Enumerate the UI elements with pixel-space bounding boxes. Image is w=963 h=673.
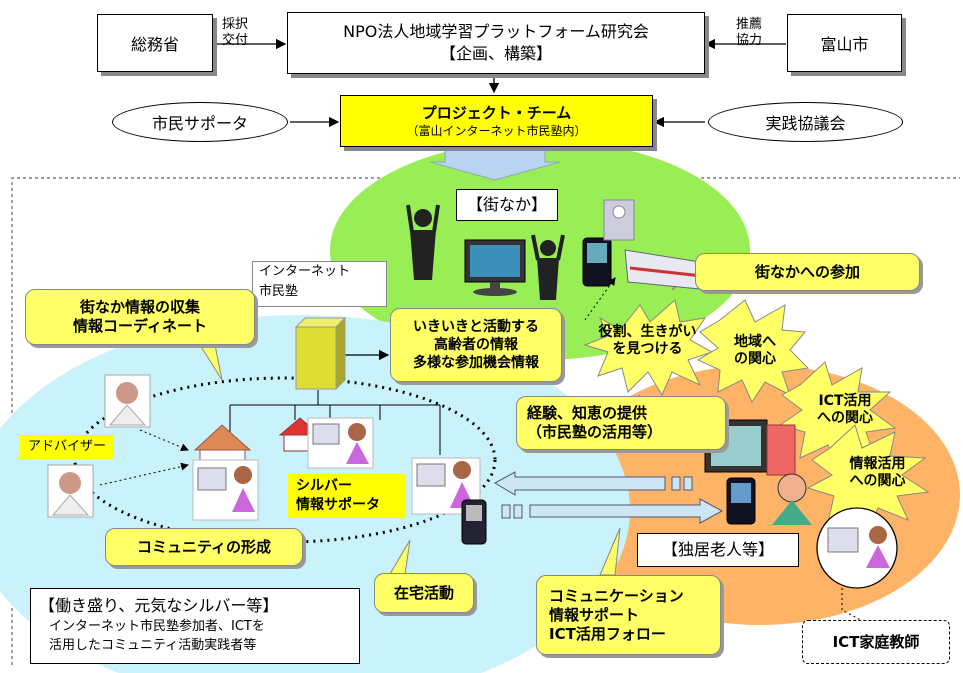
- server-icon: [294, 316, 347, 391]
- communication-callout: コミュニケーション 情報サポート ICT活用フォロー: [536, 575, 721, 655]
- city-arrow-label: 推薦 協力: [736, 17, 763, 48]
- building-icon: [766, 424, 796, 476]
- person-figure-icon: [406, 204, 440, 280]
- ict-interest-burst-label: ICT活用 への関心: [817, 393, 873, 426]
- community-ring: [73, 376, 497, 544]
- elderly-alone-title: 【独居老人等】: [637, 533, 799, 567]
- ministry-label: 総務省: [130, 35, 179, 54]
- mobile-phone-icon: [582, 237, 612, 287]
- working-silver-desc: インターネット市民塾参加者、ICTを 活用したコミュニティ活動実践者等: [49, 619, 265, 653]
- city-label: 富山市: [820, 35, 869, 54]
- citizen-supporter-ellipse: 市民サポータ: [112, 102, 288, 142]
- pc-user-icon: [827, 526, 890, 568]
- council-ellipse: 実践協議会: [708, 102, 903, 142]
- elderly-person-icon: [772, 473, 812, 525]
- advisor-label: アドバイザー: [20, 435, 114, 459]
- ict-tutor-box: ICT家庭教師: [802, 620, 950, 664]
- flow-down-arrow: [429, 149, 561, 181]
- experience-callout: 経験、知恵の提供 （市民塾の活用等）: [516, 396, 726, 450]
- project-team-label: プロジェクト・チーム: [421, 104, 572, 122]
- community-callout: コミュニティの形成: [105, 528, 303, 566]
- pc-user-icon: [307, 417, 374, 469]
- pc-user-icon: [192, 459, 259, 521]
- building-icon: [603, 199, 635, 241]
- advisor-portrait-icon: [104, 374, 151, 428]
- npo-title: NPO法人地域学習プラットフォーム研究会: [343, 22, 649, 41]
- ministry-arrow-label: 採択 交付: [222, 17, 249, 48]
- machinaka-area: [330, 140, 750, 360]
- working-silver-title: 【働き盛り、元気なシルバー等】: [39, 596, 279, 615]
- working-silver-box: 【働き盛り、元気なシルバー等】 インターネット市民塾参加者、ICTを 活用したコ…: [30, 588, 360, 664]
- ministry-box: 総務省: [97, 14, 213, 72]
- silver-supporter-label: シルバー 情報サポータ: [288, 474, 406, 518]
- info-interest-burst-label: 情報活用 への関心: [849, 456, 906, 489]
- advisor-portrait-icon: [47, 464, 94, 518]
- home-activity-callout: 在宅活動: [374, 573, 474, 613]
- active-elderly-callout: いきいきと活動する 高齢者の情報 多様な参加機会情報: [390, 308, 562, 382]
- burst-info: [806, 424, 930, 534]
- city-box: 富山市: [787, 14, 902, 72]
- arrow-right: [529, 498, 724, 524]
- collect-info-callout: 街なか情報の収集 情報コーディネート: [25, 289, 255, 345]
- pc-user-icon: [411, 457, 481, 515]
- local-interest-burst-label: 地域へ の関心: [734, 334, 776, 367]
- council-label: 実践協議会: [765, 114, 846, 133]
- role-burst-label: 役割、生きがい を見つける: [598, 324, 697, 357]
- mobile-phone-icon: [461, 499, 487, 545]
- npo-box: NPO法人地域学習プラットフォーム研究会 【企画、構築】: [287, 12, 705, 74]
- burst-role: [583, 299, 714, 397]
- machinaka-title: 【街なか】: [456, 189, 558, 221]
- machinaka-participation-callout: 街なかへの参加: [695, 253, 920, 291]
- npo-subtitle: 【企画、構築】: [439, 44, 552, 63]
- citizen-supporter-label: 市民サポータ: [151, 114, 248, 133]
- internet-school-label: インターネット 市民塾: [252, 261, 387, 307]
- mobile-phone-icon: [726, 477, 756, 525]
- person-figure-icon: [531, 234, 565, 300]
- project-team-sublabel: （富山インターネット市民塾内）: [406, 124, 587, 138]
- project-team-box: プロジェクト・チーム （富山インターネット市民塾内）: [340, 95, 653, 147]
- tv-icon: [464, 239, 526, 296]
- arrow-left: [493, 471, 666, 496]
